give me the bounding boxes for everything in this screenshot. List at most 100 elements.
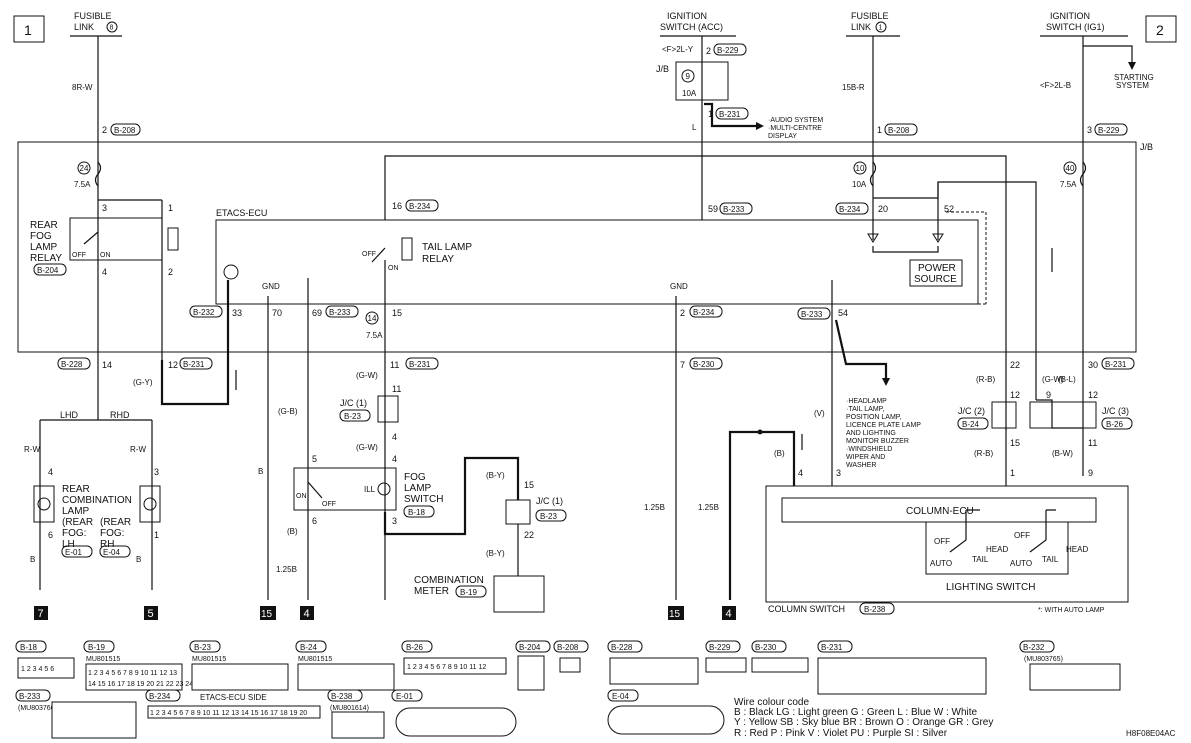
svg-text:B-208: B-208: [557, 643, 579, 652]
fuse-14-num: 14: [368, 314, 377, 323]
svg-text:1: 1: [877, 125, 882, 135]
svg-text:3: 3: [1087, 125, 1092, 135]
conn-b234-16: B-234: [409, 202, 431, 211]
conn-b234-20: B-234: [839, 205, 861, 214]
jb-label: J/B: [1140, 142, 1153, 152]
svg-text:20: 20: [878, 204, 888, 214]
svg-text:4: 4: [304, 608, 310, 620]
svg-text:2: 2: [168, 267, 173, 277]
fuse-24-num: 24: [80, 164, 89, 173]
svg-text:(R-B): (R-B): [976, 375, 995, 384]
svg-text:11: 11: [1088, 438, 1097, 448]
svg-text:J/C (1): J/C (1): [340, 398, 367, 408]
svg-text:1 2 3 4 5 6 7 8 9 10 11 12: 1 2 3 4 5 6 7 8 9 10 11 12: [407, 664, 486, 671]
conn-b23-a: B-23: [344, 412, 361, 421]
rear-fog-relay-label-1: REAR: [30, 220, 58, 231]
svg-text:POWER: POWER: [918, 263, 956, 274]
svg-text:SOURCE: SOURCE: [914, 274, 957, 285]
svg-text:1: 1: [168, 203, 173, 213]
svg-text:OFF: OFF: [72, 252, 86, 259]
svg-text:15: 15: [261, 609, 273, 620]
svg-text:LAMP: LAMP: [30, 242, 58, 253]
fuse-10-rating: 10A: [852, 180, 867, 189]
svg-text:9: 9: [1046, 390, 1051, 400]
page-box-left: [13, 15, 45, 43]
svg-text:METER: METER: [414, 586, 449, 597]
svg-text:52: 52: [944, 204, 954, 214]
svg-text:R-W: R-W: [24, 445, 40, 454]
svg-text:69: 69: [312, 308, 322, 318]
etacs-ecu-box: [215, 219, 979, 305]
etacs-label: ETACS-ECU: [216, 208, 267, 218]
conn-b208-left: B-208: [114, 126, 136, 135]
svg-text:B: B: [258, 467, 263, 476]
conn-e04: E-04: [103, 548, 120, 557]
svg-text:HEAD: HEAD: [1066, 545, 1088, 554]
svg-text:STARTING: STARTING: [1114, 73, 1154, 82]
svg-text:AUTO: AUTO: [930, 559, 952, 568]
svg-text:70: 70: [272, 308, 282, 318]
ground-5: 5: [144, 606, 158, 620]
svg-text:(B-L): (B-L): [1058, 375, 1076, 384]
conn-b23-b: B-23: [540, 512, 557, 521]
ground-4-right: 4: [722, 606, 736, 620]
svg-text:OFF: OFF: [362, 251, 376, 258]
svg-text:<F>2L-Y: <F>2L-Y: [662, 45, 694, 54]
svg-text:B: B: [30, 555, 35, 564]
svg-text:E-04: E-04: [612, 692, 629, 701]
svg-text:(G-B): (G-B): [278, 407, 298, 416]
page-number-right: 2: [1156, 22, 1164, 38]
svg-text:IGNITION: IGNITION: [1050, 11, 1090, 21]
svg-text:ON: ON: [388, 265, 399, 272]
svg-text:11: 11: [392, 384, 401, 394]
conn-b234-2: B-234: [693, 308, 715, 317]
svg-text:FOG:: FOG:: [100, 528, 124, 539]
svg-text:54: 54: [838, 308, 848, 318]
svg-text:5: 5: [312, 454, 317, 464]
svg-text:RELAY: RELAY: [422, 254, 454, 265]
svg-text:B-228: B-228: [611, 643, 633, 652]
svg-text:B: B: [136, 555, 141, 564]
svg-text:1 2 3 4 5 6: 1 2 3 4 5 6: [21, 666, 54, 673]
svg-text:IGNITION: IGNITION: [667, 11, 707, 21]
conn-b26: B-26: [1106, 420, 1123, 429]
conn-b24: B-24: [962, 420, 979, 429]
svg-text:LAMP: LAMP: [404, 483, 432, 494]
svg-text:OFF: OFF: [934, 537, 950, 546]
svg-text:LINK: LINK: [851, 22, 871, 32]
svg-text:COLUMN-ECU: COLUMN-ECU: [906, 506, 974, 517]
svg-text:3: 3: [392, 516, 397, 526]
svg-text:(MU801614): (MU801614): [330, 705, 369, 712]
svg-text:(B): (B): [774, 449, 785, 458]
svg-text:(R-B): (R-B): [974, 449, 993, 458]
svg-text:12: 12: [168, 360, 178, 370]
junction-block: [17, 141, 1137, 353]
svg-text:1 2 3 4 5 6 7 8 9 10 11 12 13: 1 2 3 4 5 6 7 8 9 10 11 12 13 14 15 16 1…: [150, 710, 307, 717]
svg-text:7: 7: [38, 608, 44, 620]
conn-b208-right: B-208: [888, 126, 910, 135]
power-source-box: [909, 259, 963, 287]
conn-b231-11: B-231: [409, 360, 431, 369]
svg-text:(B-Y): (B-Y): [486, 549, 505, 558]
diagram-code: H8F08E04AC: [1126, 729, 1176, 738]
fusible-link-1: FUSIBLE LINK 1: [846, 11, 900, 37]
svg-text:LINK: LINK: [74, 22, 94, 32]
svg-text:MU801515: MU801515: [192, 656, 226, 663]
fuse-9-num: 9: [686, 72, 691, 81]
svg-text:1: 1: [154, 530, 159, 540]
svg-text:FOG: FOG: [30, 231, 52, 242]
svg-text:B-23: B-23: [194, 643, 211, 652]
svg-text:15: 15: [669, 609, 681, 620]
svg-text:RH: RH: [100, 539, 114, 550]
ignition-switch-ig1: IGNITION SWITCH (IG1): [1040, 11, 1128, 37]
svg-text:1: 1: [1010, 468, 1015, 478]
lighting-switch-box: [925, 521, 1069, 575]
conn-e01: E-01: [65, 548, 82, 557]
svg-text:1 2 3 4 5 6 7 8 9 10 11 12 13: 1 2 3 4 5 6 7 8 9 10 11 12 13: [88, 670, 177, 677]
svg-text:59: 59: [708, 204, 718, 214]
conn-b229-top: B-229: [717, 46, 739, 55]
svg-text:Y : Yellow SB : Sky blue: Y : Yellow SB : Sky blue BR : Brown O : …: [734, 717, 993, 728]
svg-text:OFF: OFF: [322, 501, 336, 508]
conn-b233-69: B-233: [329, 308, 351, 317]
conn-b238: B-238: [864, 605, 886, 614]
